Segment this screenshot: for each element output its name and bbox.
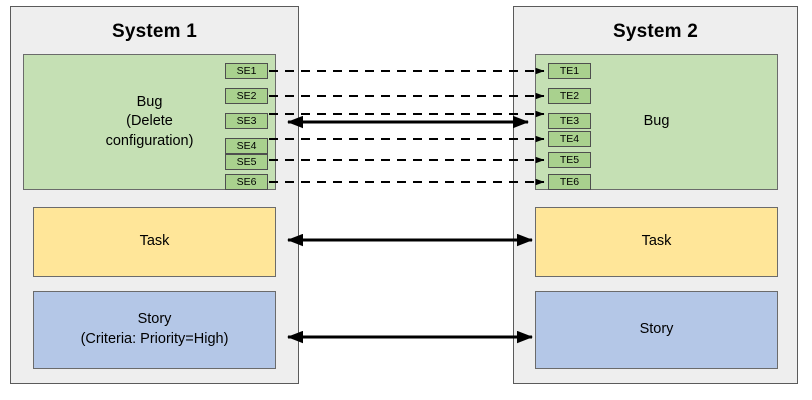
field-chip-se3[interactable]: SE3 <box>225 113 268 129</box>
system-1-story-label: Story (Criteria: Priority=High) <box>80 311 229 347</box>
field-chip-se5-label: SE5 <box>236 155 257 168</box>
system-2-bug-label: Bug <box>643 113 670 130</box>
field-chip-te3-label: TE3 <box>559 114 580 127</box>
field-chip-se2[interactable]: SE2 <box>225 88 268 104</box>
field-chip-te6-label: TE6 <box>559 175 580 188</box>
field-chip-te5[interactable]: TE5 <box>548 152 591 168</box>
field-chip-te2-label: TE2 <box>559 89 580 102</box>
system-2-task-label: Task <box>641 233 672 250</box>
field-chip-se4-label: SE4 <box>236 139 257 152</box>
field-chip-te3[interactable]: TE3 <box>548 113 591 129</box>
field-chip-se4[interactable]: SE4 <box>225 138 268 154</box>
field-chip-te1[interactable]: TE1 <box>548 63 591 79</box>
field-chip-se3-label: SE3 <box>236 114 257 127</box>
system-1-story-box[interactable]: Story (Criteria: Priority=High) <box>33 291 276 369</box>
system-2-story-label: Story <box>639 321 674 338</box>
field-chip-se1[interactable]: SE1 <box>225 63 268 79</box>
field-chip-te5-label: TE5 <box>559 153 580 166</box>
field-chip-se1-label: SE1 <box>236 64 257 77</box>
system-1-title: System 1 <box>111 21 198 42</box>
system-2-title: System 2 <box>612 21 699 42</box>
field-chip-te4[interactable]: TE4 <box>548 131 591 147</box>
field-chip-se5[interactable]: SE5 <box>225 154 268 170</box>
field-chip-te4-label: TE4 <box>559 132 580 145</box>
field-chip-te6[interactable]: TE6 <box>548 174 591 190</box>
system-1-bug-label: Bug (Delete configuration) <box>105 93 194 149</box>
system-2-story-box[interactable]: Story <box>535 291 778 369</box>
field-chip-se6[interactable]: SE6 <box>225 174 268 190</box>
system-1-task-box[interactable]: Task <box>33 207 276 277</box>
system-2-task-box[interactable]: Task <box>535 207 778 277</box>
field-chip-se6-label: SE6 <box>236 175 257 188</box>
system-1-task-label: Task <box>139 233 170 250</box>
field-chip-se2-label: SE2 <box>236 89 257 102</box>
field-chip-te2[interactable]: TE2 <box>548 88 591 104</box>
field-chip-te1-label: TE1 <box>559 64 580 77</box>
